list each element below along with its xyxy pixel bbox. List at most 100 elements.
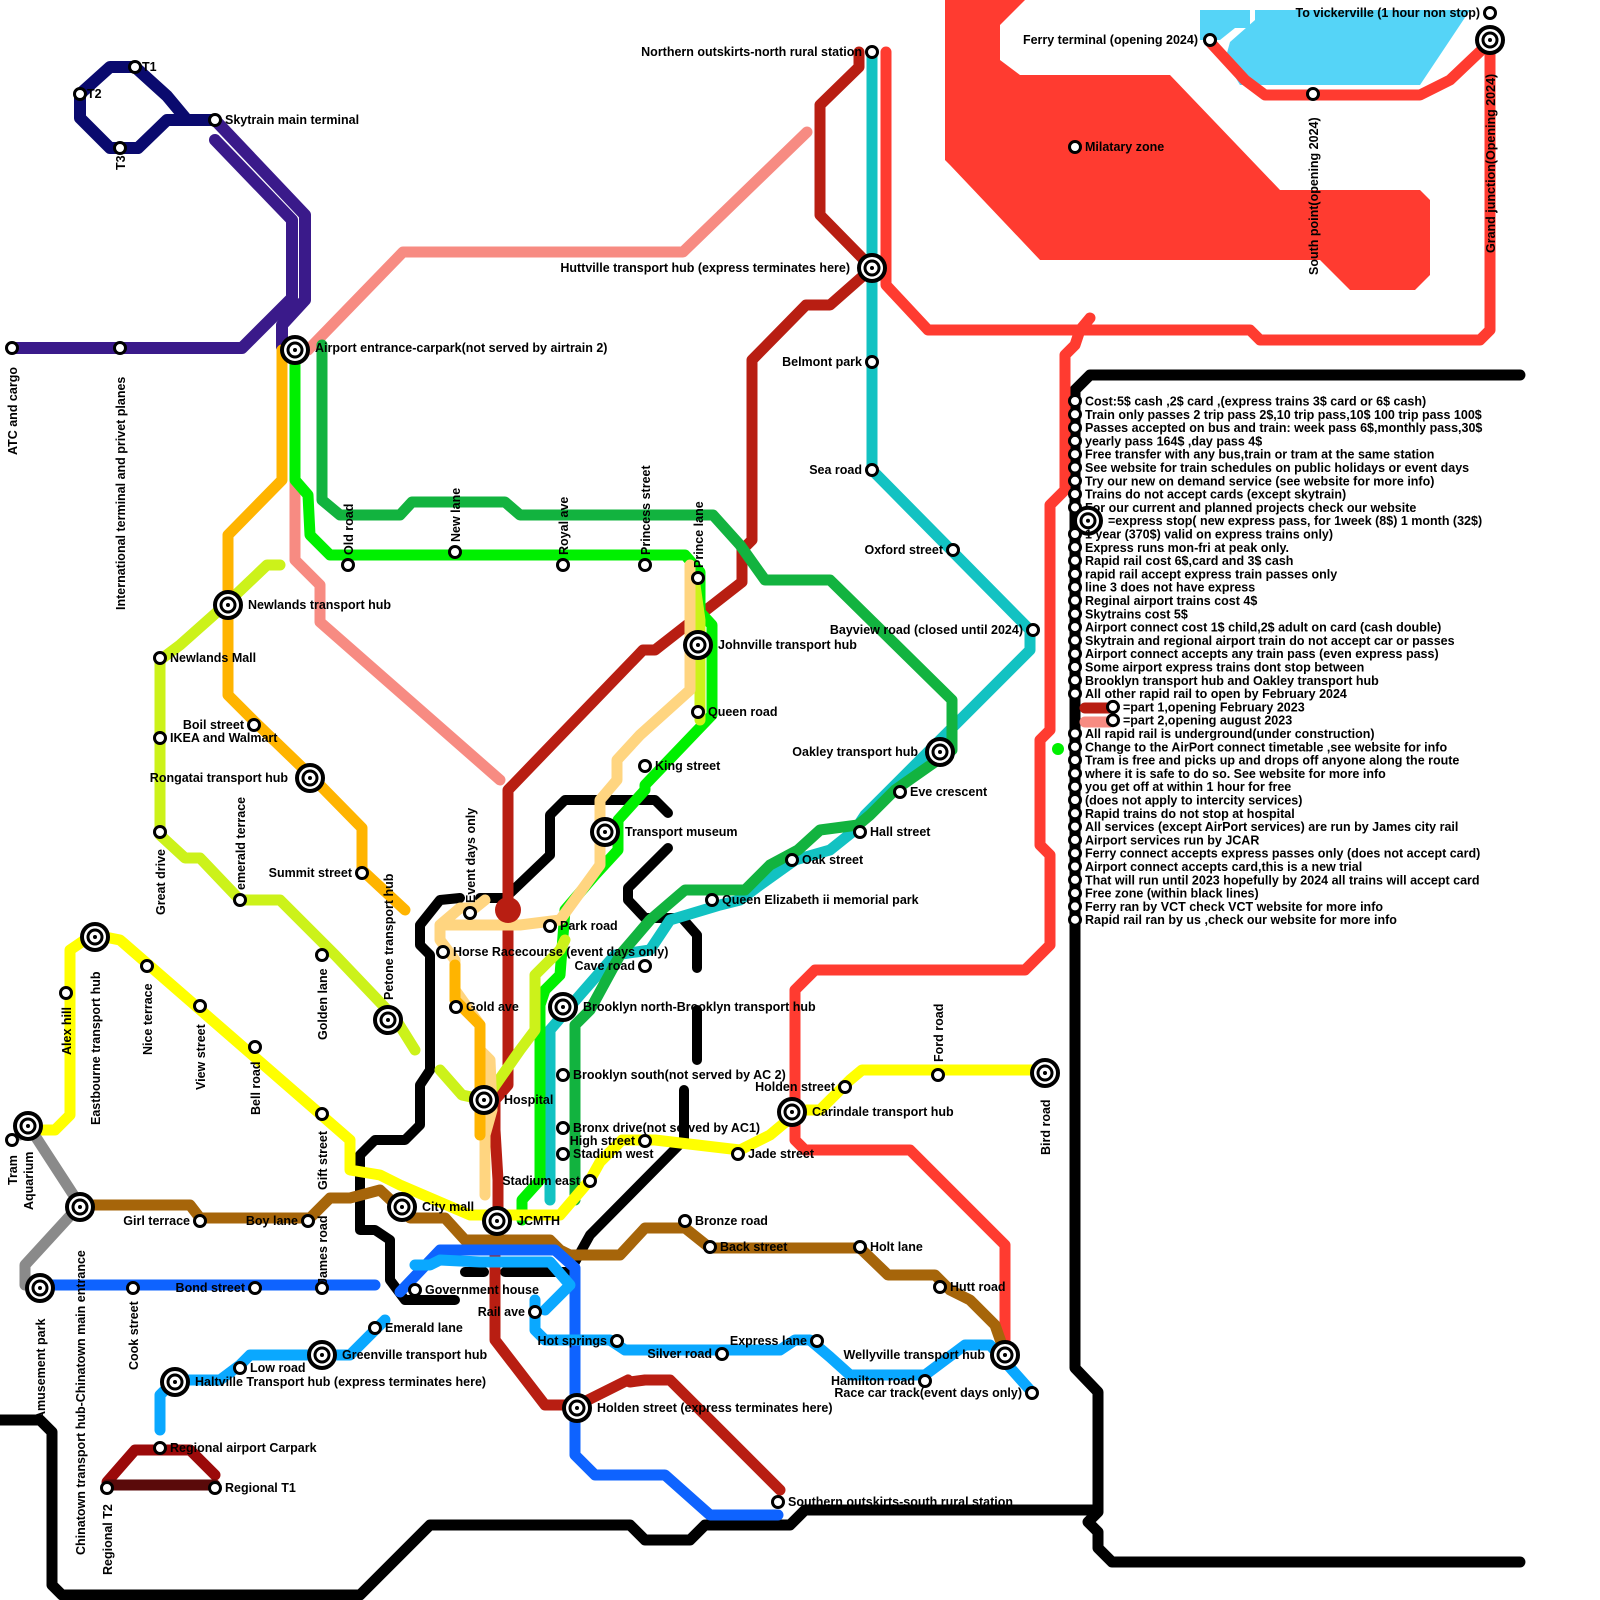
green-dot bbox=[1052, 743, 1064, 755]
station-label-express-lane: Express lane bbox=[730, 1334, 807, 1348]
station-label-ferry: Ferry terminal (opening 2024) bbox=[1023, 33, 1198, 47]
note-bullet-6-station-marker bbox=[1070, 475, 1081, 486]
station-label-newlands-hub: Newlands transport hub bbox=[248, 598, 391, 612]
station-label-brooklyn-south: Brooklyn south(not served by AC 2) bbox=[573, 1068, 786, 1082]
vickerville-station-marker bbox=[1485, 8, 1496, 19]
station-label-event-days: Event days only bbox=[464, 808, 478, 903]
note-bullet-28-station-marker bbox=[1070, 768, 1081, 779]
legend-note-11: Express runs mon-fri at peak only. bbox=[1085, 541, 1289, 555]
station-label-amusement: Amusement park bbox=[34, 1319, 48, 1420]
stadium-west-station-marker bbox=[558, 1149, 569, 1160]
newlands-hub-station-marker bbox=[215, 592, 241, 618]
qe2-station-marker bbox=[707, 895, 718, 906]
gift-street-station-marker bbox=[317, 1109, 328, 1120]
station-label-view-street: View street bbox=[194, 1023, 208, 1090]
boy-lane-station-marker bbox=[303, 1216, 314, 1227]
legend-note-29: you get off at within 1 hour for free bbox=[1085, 780, 1291, 794]
station-label-bayview: Bayview road (closed until 2024) bbox=[830, 623, 1023, 637]
girl-terrace-station-marker bbox=[195, 1216, 206, 1227]
station-label-airport-entrance: Airport entrance-carpark(not served by a… bbox=[315, 341, 607, 355]
station-label-hospital: Hospital bbox=[504, 1093, 553, 1107]
note-bullet-21-station-marker bbox=[1070, 675, 1081, 686]
rongatai-station-marker bbox=[297, 765, 323, 791]
golden-lane-station-marker bbox=[317, 950, 328, 961]
station-label-cave-road: Cave road bbox=[575, 959, 635, 973]
airport-entrance-station-marker bbox=[282, 337, 308, 363]
legend-note-33: Airport services run by JCAR bbox=[1085, 833, 1259, 847]
note-bullet-19-station-marker bbox=[1070, 648, 1081, 659]
notes-layer: Cost:5$ cash ,2$ card ,(express trains 3… bbox=[1070, 395, 1483, 928]
note-bullet-25-station-marker bbox=[1070, 728, 1081, 739]
station-label-prince-lane: Prince lane bbox=[692, 501, 706, 568]
note-bullet-10-station-marker bbox=[1070, 529, 1081, 540]
legend-note-18: Skytrain and regional airport train do n… bbox=[1085, 634, 1455, 648]
prince-lane-station-marker bbox=[693, 573, 704, 584]
express-lane-station-marker bbox=[812, 1336, 823, 1347]
station-label-silver-road: Silver road bbox=[647, 1347, 712, 1361]
station-label-oakley: Oakley transport hub bbox=[792, 745, 918, 759]
legend-note-4: Free transfer with any bus,train or tram… bbox=[1085, 448, 1434, 462]
low-road-station-marker bbox=[235, 1363, 246, 1374]
salmon-line bbox=[295, 132, 807, 780]
station-label-t2: T2 bbox=[87, 87, 102, 101]
note-bullet-14-station-marker bbox=[1070, 582, 1081, 593]
horse-station-marker bbox=[438, 947, 449, 958]
note-bullet-11-station-marker bbox=[1070, 542, 1081, 553]
station-label-stadium-east: Stadium east bbox=[502, 1174, 581, 1188]
hall-station-marker bbox=[855, 827, 866, 838]
legend-note-39: Rapid rail ran by us ,check our website … bbox=[1085, 913, 1397, 927]
station-label-military: Milatary zone bbox=[1085, 140, 1164, 154]
newlands-mall-station-marker bbox=[155, 653, 166, 664]
station-label-old-road: Old road bbox=[342, 504, 356, 555]
station-label-stadium-west: Stadium west bbox=[573, 1147, 654, 1161]
legend-note-12: Rapid rail cost 6$,card and 3$ cash bbox=[1085, 554, 1293, 568]
belmont-station-marker bbox=[867, 357, 878, 368]
station-label-hall: Hall street bbox=[870, 825, 931, 839]
legend-note-7: Trains do not accept cards (except skytr… bbox=[1085, 488, 1346, 502]
station-label-princess: Princess street bbox=[639, 465, 653, 555]
brooklyn-north-station-marker bbox=[550, 994, 576, 1020]
johnville-station-marker bbox=[685, 632, 711, 658]
skytrain-main-station-marker bbox=[210, 115, 221, 126]
station-label-jade: Jade street bbox=[748, 1147, 815, 1161]
legend-note-26: Change to the AirPort connect timetable … bbox=[1085, 740, 1447, 754]
station-label-bronx: Bronx drive(not served by AC1) bbox=[573, 1121, 760, 1135]
petone-station-marker bbox=[375, 1007, 401, 1033]
free-zone-marker bbox=[495, 897, 521, 923]
note-bullet-12-station-marker bbox=[1070, 555, 1081, 566]
note-bullet-18-station-marker bbox=[1070, 635, 1081, 646]
brooklyn-south-station-marker bbox=[558, 1070, 569, 1081]
station-label-oxford: Oxford street bbox=[865, 543, 944, 557]
station-label-new-lane: New lane bbox=[449, 488, 463, 542]
hot-springs-station-marker bbox=[612, 1336, 623, 1347]
summit-station-marker bbox=[357, 868, 368, 879]
legend-note-8: For our current and planned projects che… bbox=[1085, 501, 1416, 515]
legend-part-2-station-marker bbox=[1108, 715, 1119, 726]
legend-part-1-station-marker bbox=[1108, 701, 1119, 712]
regional-t1-station-marker bbox=[210, 1483, 221, 1494]
aquarium-station-marker bbox=[15, 1113, 41, 1139]
station-label-holden-street-express: Holden street (express terminates here) bbox=[597, 1401, 833, 1415]
legend-note-37: Free zone (within black lines) bbox=[1085, 887, 1259, 901]
princess-station-marker bbox=[640, 560, 651, 571]
legend-note-21: Brooklyn transport hub and Oakley transp… bbox=[1085, 674, 1379, 688]
event-days-station-marker bbox=[465, 908, 476, 919]
tram-station-marker bbox=[7, 1135, 18, 1146]
hospital-station-marker bbox=[471, 1087, 497, 1113]
chinatown-station-marker bbox=[67, 1194, 93, 1220]
station-label-petone: Petone transport hub bbox=[382, 873, 396, 1000]
bronx-station-marker bbox=[558, 1123, 569, 1134]
race-car-station-marker bbox=[1027, 1388, 1038, 1399]
bronze-station-marker bbox=[680, 1216, 691, 1227]
great-drive-station-marker bbox=[155, 827, 166, 838]
note-bullet-5-station-marker bbox=[1070, 462, 1081, 473]
station-label-grand-junction: Grand junction(Opening 2024) bbox=[1484, 74, 1498, 253]
station-label-transport-museum: Transport museum bbox=[625, 825, 738, 839]
station-label-haltville: Haltville Transport hub (express termina… bbox=[195, 1375, 486, 1389]
station-label-qe2: Queen Elizabeth ii memorial park bbox=[722, 893, 919, 907]
skytrain-line bbox=[12, 120, 305, 348]
station-label-sea-road: Sea road bbox=[809, 463, 862, 477]
station-label-horse: Horse Racecourse (event days only) bbox=[453, 945, 668, 959]
station-label-king-street: King street bbox=[655, 759, 721, 773]
skytrain-loop bbox=[80, 67, 215, 148]
